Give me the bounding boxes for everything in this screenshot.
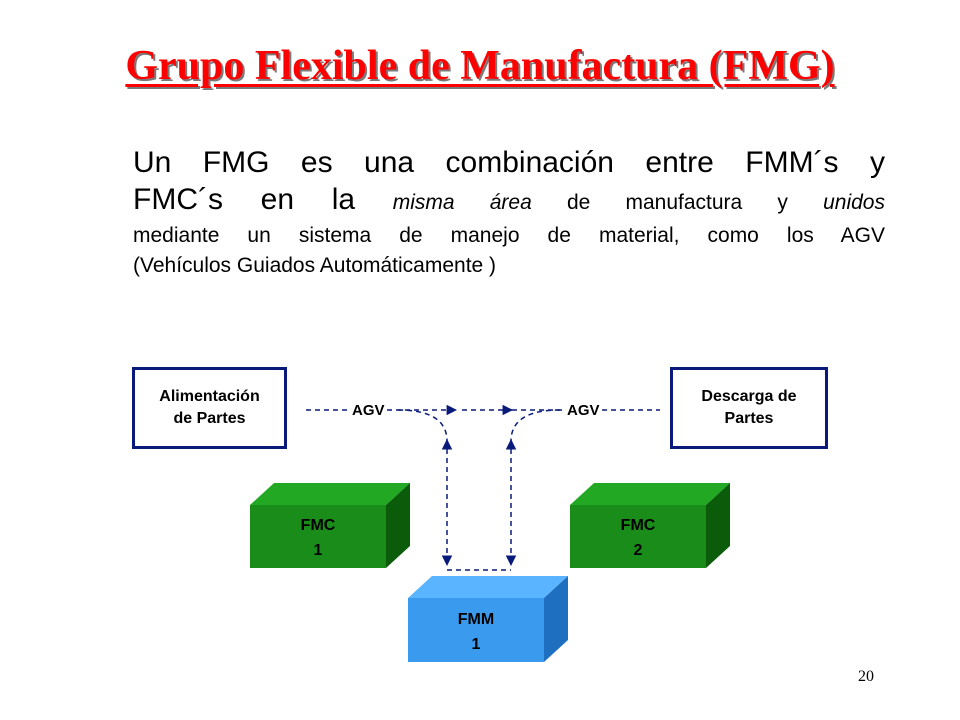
fmm1-label-line2: 1	[472, 636, 481, 653]
description-text: Un FMG es una combinación entre FMM´s y …	[133, 144, 885, 281]
description-line-2: FMC´s en la misma área de manufactura y …	[133, 182, 885, 221]
fmc1-cube: FMC 1	[250, 483, 410, 568]
fmc1-front	[250, 505, 386, 568]
description-line-4: (Vehículos Guiados Automáticamente )	[133, 254, 497, 277]
fmc2-label-line1: FMC	[621, 517, 656, 534]
fmc1-side	[386, 483, 410, 568]
unload-parts-line1: Descarga de	[701, 388, 797, 405]
feed-parts-box: Alimentación de Partes	[132, 367, 287, 449]
path-curve-right	[510, 409, 561, 441]
fmc1-label-line2: 1	[314, 542, 323, 559]
text-segment: de manufactura y	[531, 191, 824, 214]
unload-parts-box: Descarga de Partes	[670, 367, 828, 449]
fmm1-front	[408, 598, 544, 662]
fmc2-cube: FMC 2	[570, 483, 730, 568]
slide-title: Grupo Flexible de Manufactura (FMG)	[125, 43, 835, 89]
unload-parts-line2: Partes	[724, 410, 774, 427]
path-curve-left	[397, 409, 448, 441]
fmc1-label-line1: FMC	[301, 517, 336, 534]
fmc1-top	[250, 483, 410, 505]
text-italic-segment: misma área	[392, 191, 532, 214]
description-line-3: mediante un sistema de manejo de materia…	[133, 224, 885, 247]
feed-parts-line1: Alimentación	[159, 388, 260, 405]
fmc2-label-line2: 2	[634, 542, 643, 559]
fmc2-top	[570, 483, 730, 505]
fmm1-top	[408, 576, 568, 598]
text-italic-segment: unidos	[823, 191, 885, 214]
fmm1-cube: FMM 1	[408, 576, 568, 662]
feed-parts-line2: de Partes	[173, 410, 246, 427]
fmm1-side	[544, 576, 568, 662]
fmc2-side	[706, 483, 730, 568]
text-segment: FMC´s en la	[133, 183, 393, 216]
agv-label-left: AGV	[351, 402, 386, 419]
description-line-1: Un FMG es una combinación entre FMM´s y	[133, 146, 885, 179]
fmm1-label-line1: FMM	[458, 611, 494, 628]
fmc2-front	[570, 505, 706, 568]
agv-label-right: AGV	[566, 402, 601, 419]
page-number: 20	[858, 668, 874, 685]
